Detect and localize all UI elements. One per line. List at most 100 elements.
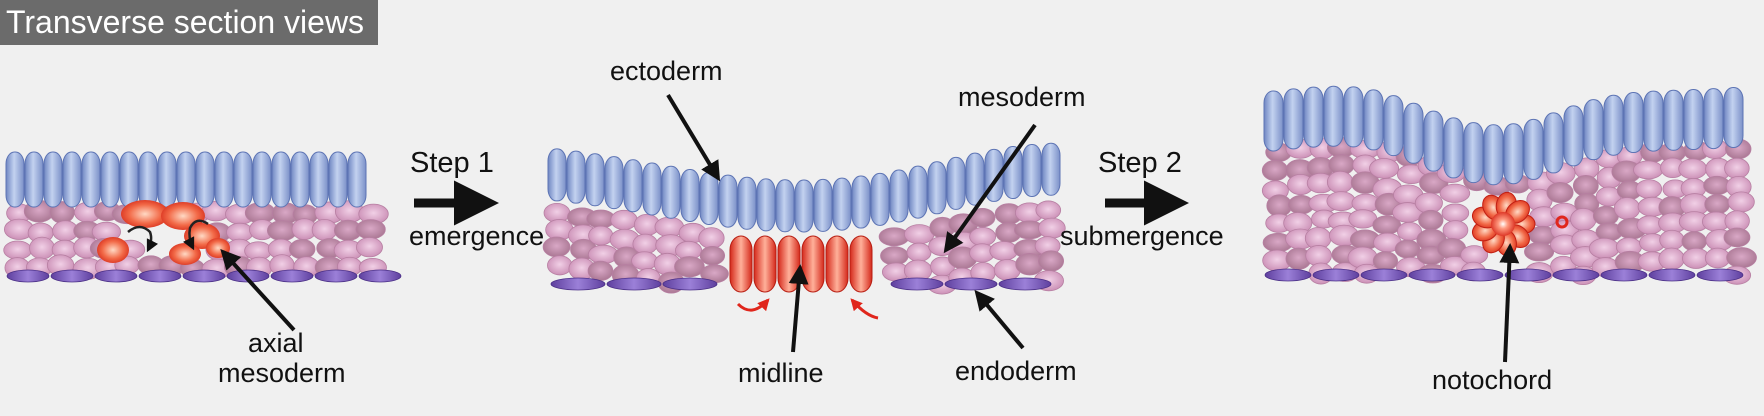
ectoderm-label: ectoderm	[610, 56, 723, 86]
ectoderm-cell	[1463, 122, 1484, 184]
mesoderm-cell	[311, 218, 338, 241]
ectoderm-cell	[347, 151, 367, 208]
ectoderm-cell	[642, 162, 662, 216]
mesoderm-cell	[29, 236, 55, 260]
mesoderm-cell	[1588, 237, 1620, 259]
ectoderm-cell	[718, 174, 738, 228]
notochord-rosette	[1471, 191, 1536, 257]
mesoderm-cell	[1326, 170, 1354, 194]
mesoderm-cell	[632, 233, 658, 255]
ectoderm-cell	[271, 151, 291, 208]
ectoderm-cell	[1723, 86, 1744, 148]
mesoderm-cell	[1613, 197, 1641, 220]
ectoderm-cell	[100, 151, 120, 208]
ectoderm-cell	[813, 178, 833, 232]
mesoderm-cell	[1442, 220, 1469, 240]
endoderm-cell	[314, 269, 358, 283]
ectoderm-cell	[908, 165, 928, 219]
panel1-ectoderm-layer	[5, 151, 367, 208]
mesoderm-cell	[1418, 209, 1444, 231]
mesoderm-cell	[880, 246, 909, 266]
ectoderm-cell	[1523, 118, 1544, 180]
ectoderm-cell	[661, 165, 681, 219]
mesoderm-cell	[547, 255, 573, 276]
endoderm-cell	[662, 277, 718, 291]
endoderm-cell	[1504, 268, 1552, 282]
mesoderm-cell	[1658, 247, 1685, 271]
ectoderm-cell	[965, 152, 985, 206]
ectoderm-cell	[1263, 90, 1284, 152]
midline-cells	[729, 235, 873, 293]
ectoderm-cell	[138, 151, 158, 208]
midline-curl-arrow-left	[736, 298, 770, 312]
ectoderm-cell	[1423, 110, 1444, 172]
mesoderm-cell	[355, 219, 386, 240]
ectoderm-cell	[623, 159, 643, 213]
ectoderm-cell	[832, 177, 852, 231]
ectoderm-cell	[680, 168, 700, 222]
ectoderm-cell	[1283, 88, 1304, 150]
mesoderm-cell	[1369, 158, 1400, 179]
mesoderm-cell	[587, 244, 619, 264]
ectoderm-cell	[43, 151, 63, 208]
mesoderm-cell	[356, 237, 383, 258]
ectoderm-cell	[252, 151, 272, 208]
panel3-endoderm-layer	[1264, 268, 1744, 282]
ectoderm-cell	[1563, 105, 1584, 167]
mesoderm-cell	[1724, 157, 1750, 179]
ectoderm-cell	[62, 151, 82, 208]
ectoderm-cell	[81, 151, 101, 208]
mesoderm-cell	[1633, 160, 1664, 180]
ectoderm-cell	[946, 156, 966, 210]
ectoderm-cell	[927, 161, 947, 215]
endoderm-cell	[1456, 268, 1504, 282]
step2-label: Step 2	[1098, 147, 1182, 179]
ectoderm-cell	[176, 151, 196, 208]
endoderm-cell	[998, 277, 1052, 291]
ectoderm-cell	[604, 156, 624, 210]
ectoderm-cell	[737, 176, 757, 230]
mesoderm-cell	[1570, 207, 1597, 231]
endoderm-cell	[606, 277, 662, 291]
mesoderm-cell	[674, 256, 705, 278]
ectoderm-cell	[1583, 99, 1604, 161]
axial-label: axial	[248, 328, 304, 358]
ectoderm-cell	[1623, 92, 1644, 154]
ectoderm-cell	[547, 148, 567, 202]
ectoderm-cell	[1503, 123, 1524, 185]
mesoderm-cell	[1546, 181, 1574, 204]
endoderm-cell	[358, 269, 402, 283]
ectoderm-cell	[24, 151, 44, 208]
midline-curl-arrow-right	[850, 298, 879, 320]
endoderm-cell	[1648, 268, 1696, 282]
endoderm-pointer-arrow	[974, 289, 1025, 350]
cursor-marker	[1555, 215, 1569, 229]
notochord-core	[1491, 212, 1515, 236]
endoderm-cell	[138, 269, 182, 283]
mesoderm-cell	[1441, 203, 1470, 223]
ectoderm-cell	[756, 178, 776, 232]
panel2-endoderm-layer	[550, 277, 1052, 291]
panel3-mesoderm-layer	[1261, 136, 1757, 286]
mesoderm-cell	[1704, 194, 1730, 215]
ectoderm-cell	[309, 151, 329, 208]
ectoderm-cell	[1483, 124, 1504, 186]
step1-label: Step 1	[410, 147, 494, 179]
mesoderm-cell	[1635, 179, 1663, 199]
axial-pointer-arrow	[220, 249, 296, 332]
mesoderm-cell	[3, 240, 33, 260]
mesoderm-cell	[1572, 174, 1599, 197]
axial-cell	[97, 237, 129, 263]
midline-cell	[825, 235, 849, 293]
ectoderm-cell	[195, 151, 215, 208]
mesoderm-cell	[1726, 247, 1757, 269]
ectoderm-cell	[328, 151, 348, 208]
mesoderm-label: mesoderm	[958, 82, 1086, 112]
ectoderm-cell	[794, 179, 814, 233]
axial-mesoderm-label: mesoderm	[218, 358, 346, 388]
ectoderm-cell	[1343, 86, 1364, 148]
mesoderm-cell	[1659, 229, 1685, 251]
mesoderm-cell	[1727, 191, 1755, 213]
ectoderm-cell	[585, 153, 605, 207]
mesoderm-cell	[542, 236, 571, 258]
